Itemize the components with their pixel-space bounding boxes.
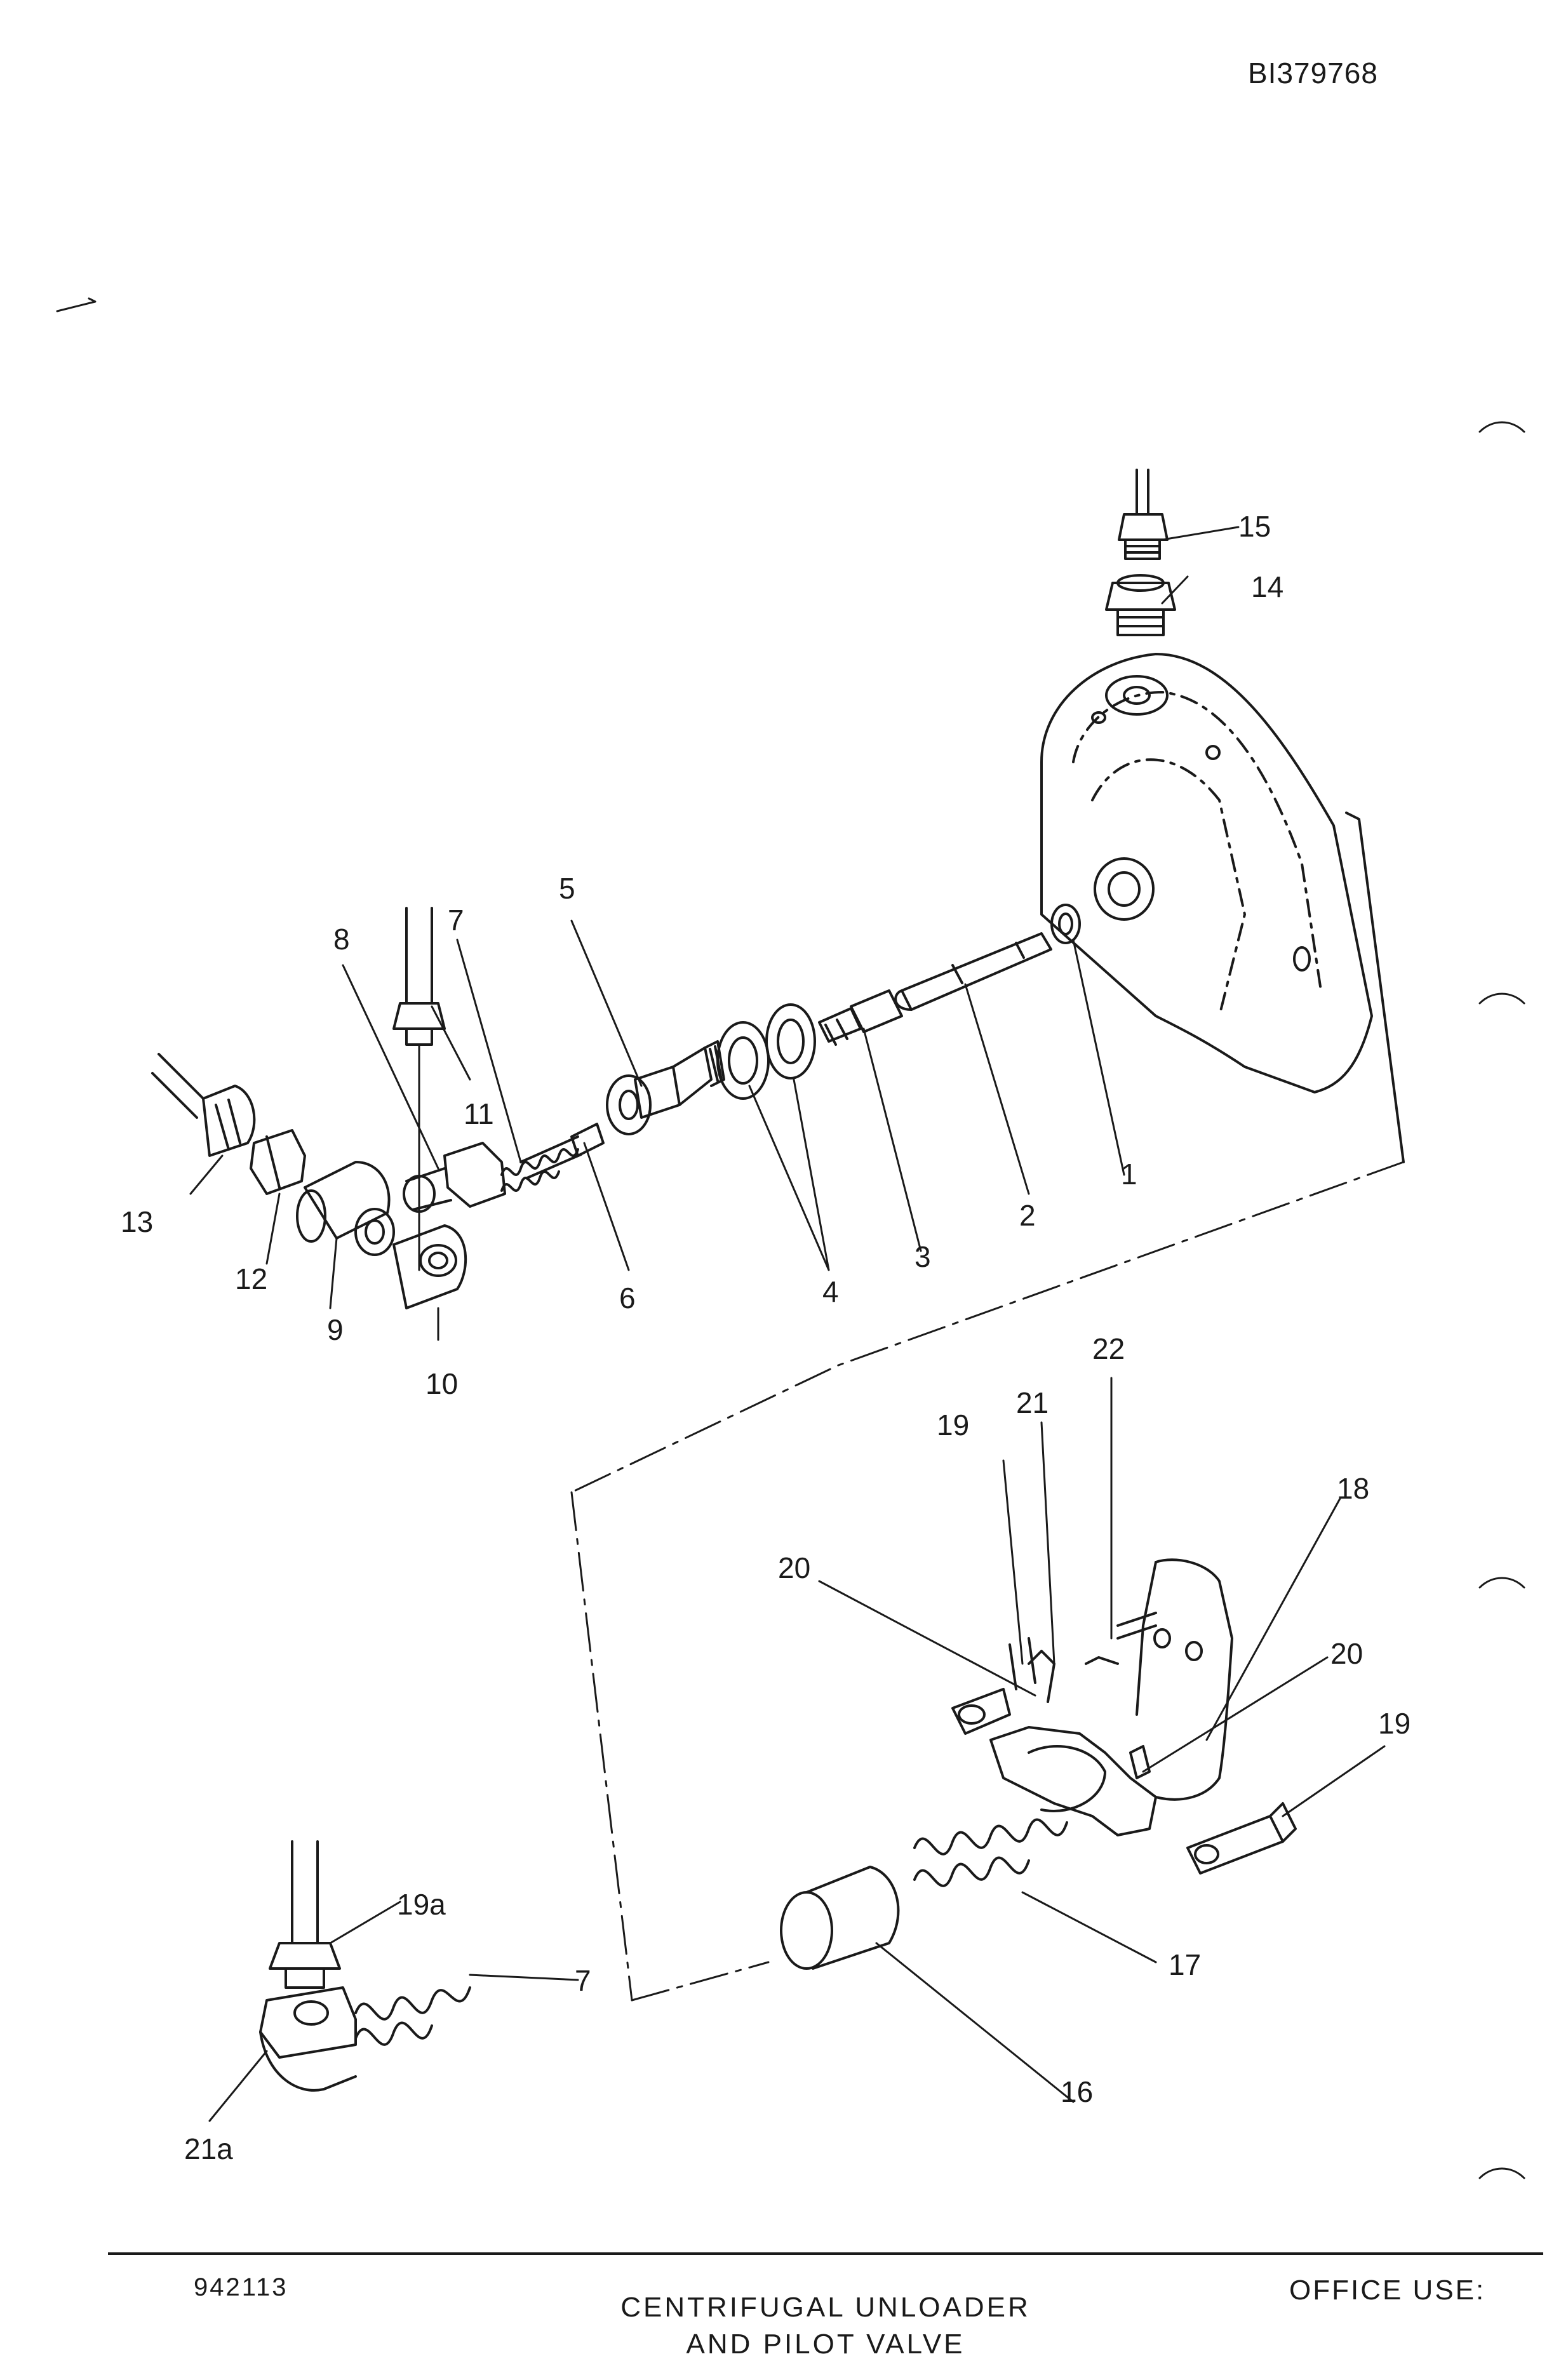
callout-9: 9 [327, 1313, 344, 1346]
washers-4 [716, 1003, 816, 1100]
spring-17 [913, 1818, 1068, 1887]
callout-19a: 19a [397, 1888, 446, 1921]
pilot-stem-2 [894, 932, 1052, 1011]
callout-7-upper: 7 [448, 904, 464, 937]
bracket-right-19 [1186, 1802, 1297, 1875]
callout-2: 2 [1019, 1199, 1036, 1232]
callout-3: 3 [914, 1240, 931, 1273]
callout-19-left: 19 [937, 1408, 969, 1441]
footer-rule [108, 2252, 1543, 2255]
callout-22: 22 [1092, 1332, 1125, 1365]
pipe-13 [151, 1053, 256, 1157]
nut-12 [250, 1129, 306, 1195]
margin-marks [56, 297, 1525, 2179]
callout-11: 11 [464, 1097, 494, 1130]
drawing-title: CENTRIFUGAL UNLOADER AND PILOT VALVE [572, 2289, 1080, 2363]
callout-12: 12 [235, 1262, 267, 1295]
title-line-2: AND PILOT VALVE [686, 2329, 965, 2360]
seal-1 [1050, 904, 1081, 944]
office-use-label: OFFICE USE: [1289, 2275, 1486, 2306]
callout-21a: 21a [184, 2132, 233, 2165]
bracket-left-19 [951, 1637, 1036, 1735]
reference-number: 942113 [194, 2273, 288, 2301]
callout-15: 15 [1238, 510, 1271, 543]
callout-5: 5 [559, 872, 575, 905]
callout-8: 8 [333, 923, 350, 956]
spring-7 [500, 1148, 579, 1192]
callout-20-left: 20 [778, 1551, 810, 1584]
callout-1: 1 [1121, 1158, 1137, 1191]
callout-4: 4 [822, 1275, 839, 1308]
piston-16 [780, 1866, 900, 1970]
valve-seat-3 [818, 989, 903, 1046]
callout-19-right: 19 [1378, 1707, 1410, 1740]
exploded-diagram: 1 2 3 4 5 6 7 8 9 10 11 12 13 14 15 16 1… [56, 297, 1525, 2179]
cover-plate [1040, 653, 1405, 1163]
spring-6 [519, 1123, 605, 1179]
pipe-nut-11 [392, 907, 446, 1271]
tee-9 [296, 1161, 395, 1256]
fitting-15 [1118, 469, 1169, 560]
banjo-10 [392, 1224, 467, 1309]
callout-13: 13 [121, 1205, 153, 1238]
leader-lines [189, 526, 1386, 2122]
callout-10: 10 [425, 1367, 458, 1400]
callout-6: 6 [619, 1281, 636, 1314]
unloader-body-18 [989, 1558, 1233, 1836]
callout-7-lower: 7 [575, 1964, 591, 1997]
callout-labels: 1 2 3 4 5 6 7 8 9 10 11 12 13 14 15 16 1… [121, 510, 1410, 2165]
document-id: BI379768 [1248, 57, 1378, 90]
pins-20-21-22 [1028, 1612, 1157, 1779]
valve-body-5 [606, 1040, 725, 1135]
callout-21: 21 [1016, 1386, 1048, 1419]
callout-18: 18 [1337, 1472, 1369, 1505]
detail-inset [259, 1840, 471, 2092]
callout-20-right: 20 [1330, 1637, 1363, 1670]
callout-16: 16 [1061, 2075, 1093, 2108]
callout-14: 14 [1251, 570, 1283, 603]
assembly-boundary [570, 1161, 1405, 2002]
nut-14 [1105, 574, 1176, 636]
title-line-1: CENTRIFUGAL UNLOADER [620, 2292, 1031, 2323]
callout-17: 17 [1169, 1948, 1201, 1981]
